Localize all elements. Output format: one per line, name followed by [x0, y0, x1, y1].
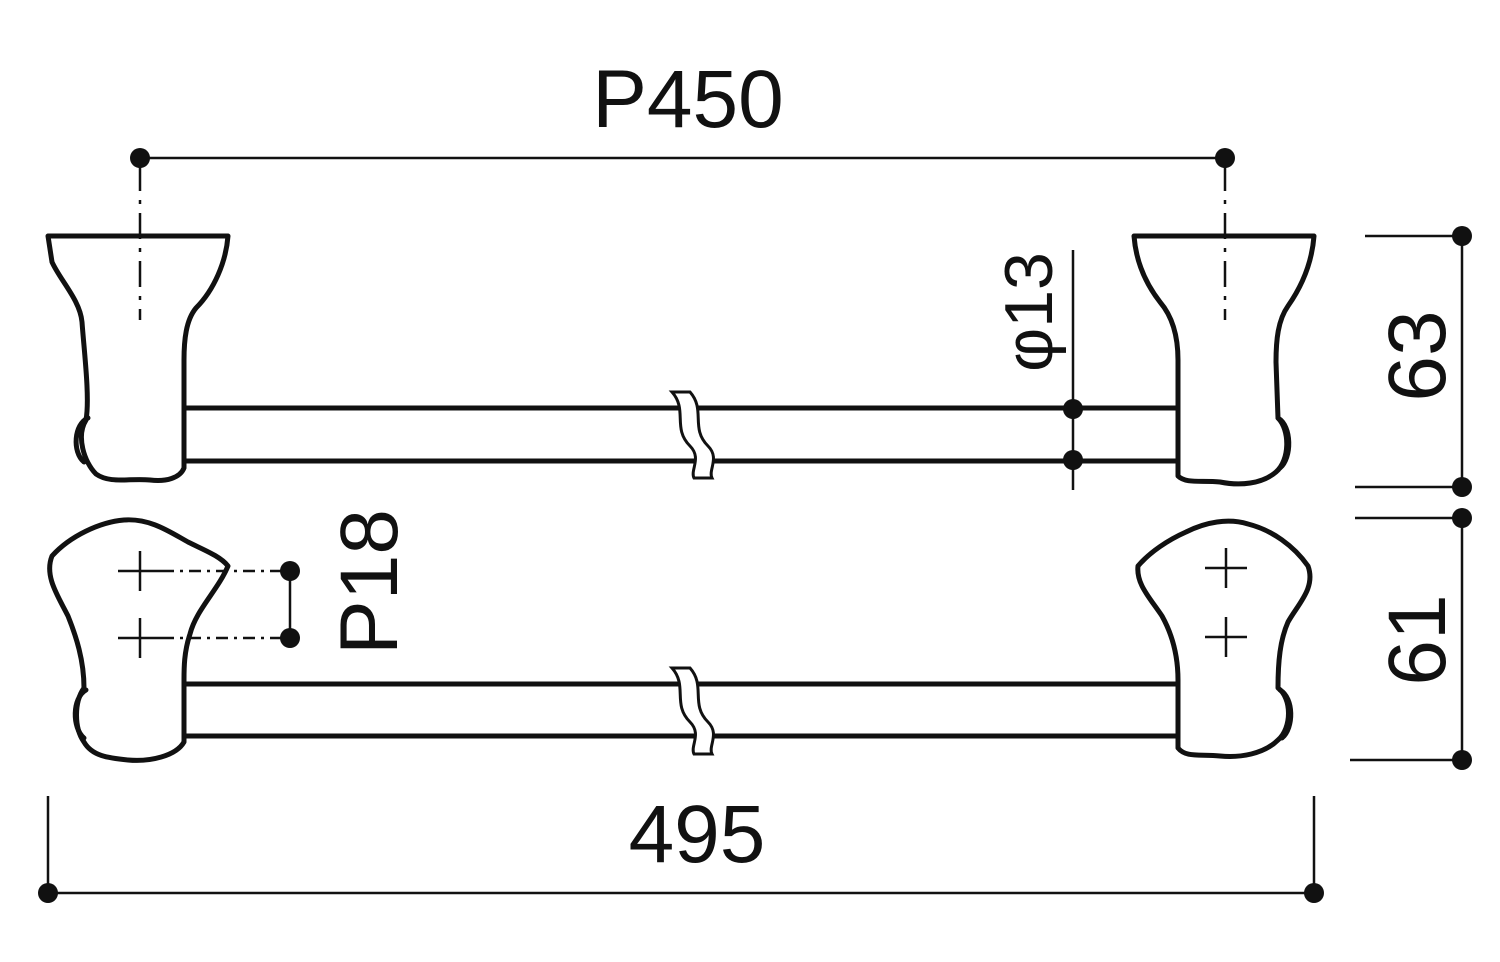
- top-view: P18: [47, 509, 1313, 763]
- height-arrow-top: [1452, 226, 1472, 246]
- left-screw-holes: [118, 551, 162, 658]
- side-view-right-bracket-base: [1275, 415, 1292, 471]
- depth-label: 61: [1372, 594, 1463, 685]
- diameter-label: φ13: [991, 252, 1067, 372]
- screw-pitch-arrow-bottom: [280, 628, 300, 648]
- depth-arrow-top: [1452, 508, 1472, 528]
- top-view-left-rosette-base: [72, 687, 89, 741]
- top-view-bar-break: [668, 666, 715, 756]
- side-view-bar-break: [668, 390, 715, 480]
- diameter-arrow-top: [1063, 399, 1083, 419]
- top-view-right-rosette: [1135, 518, 1313, 759]
- overall-length-dimension: 495: [38, 789, 1324, 903]
- top-view-right-rosette-base: [1277, 687, 1294, 741]
- diameter-arrow-bottom: [1063, 450, 1083, 470]
- overall-length-label: 495: [629, 789, 766, 880]
- screw-pitch-label: P18: [324, 509, 415, 655]
- height-arrow-bottom: [1452, 477, 1472, 497]
- overall-length-arrow-right: [1304, 883, 1324, 903]
- pitch-arrow-left: [130, 148, 150, 168]
- pitch-arrow-right: [1215, 148, 1235, 168]
- pitch-label: P450: [592, 54, 784, 145]
- screw-pitch-arrow-top: [280, 561, 300, 581]
- pitch-dimension: P450: [130, 54, 1235, 168]
- height-dimension: 63: [1355, 226, 1472, 497]
- overall-length-arrow-left: [38, 883, 58, 903]
- right-screw-holes: [1205, 548, 1247, 657]
- side-view: φ13: [45, 165, 1317, 490]
- side-view-left-bracket-base: [73, 415, 91, 465]
- depth-dimension: 61: [1350, 508, 1472, 770]
- side-view-right-bracket: [1131, 233, 1317, 487]
- depth-arrow-bottom: [1452, 750, 1472, 770]
- height-label: 63: [1372, 310, 1463, 401]
